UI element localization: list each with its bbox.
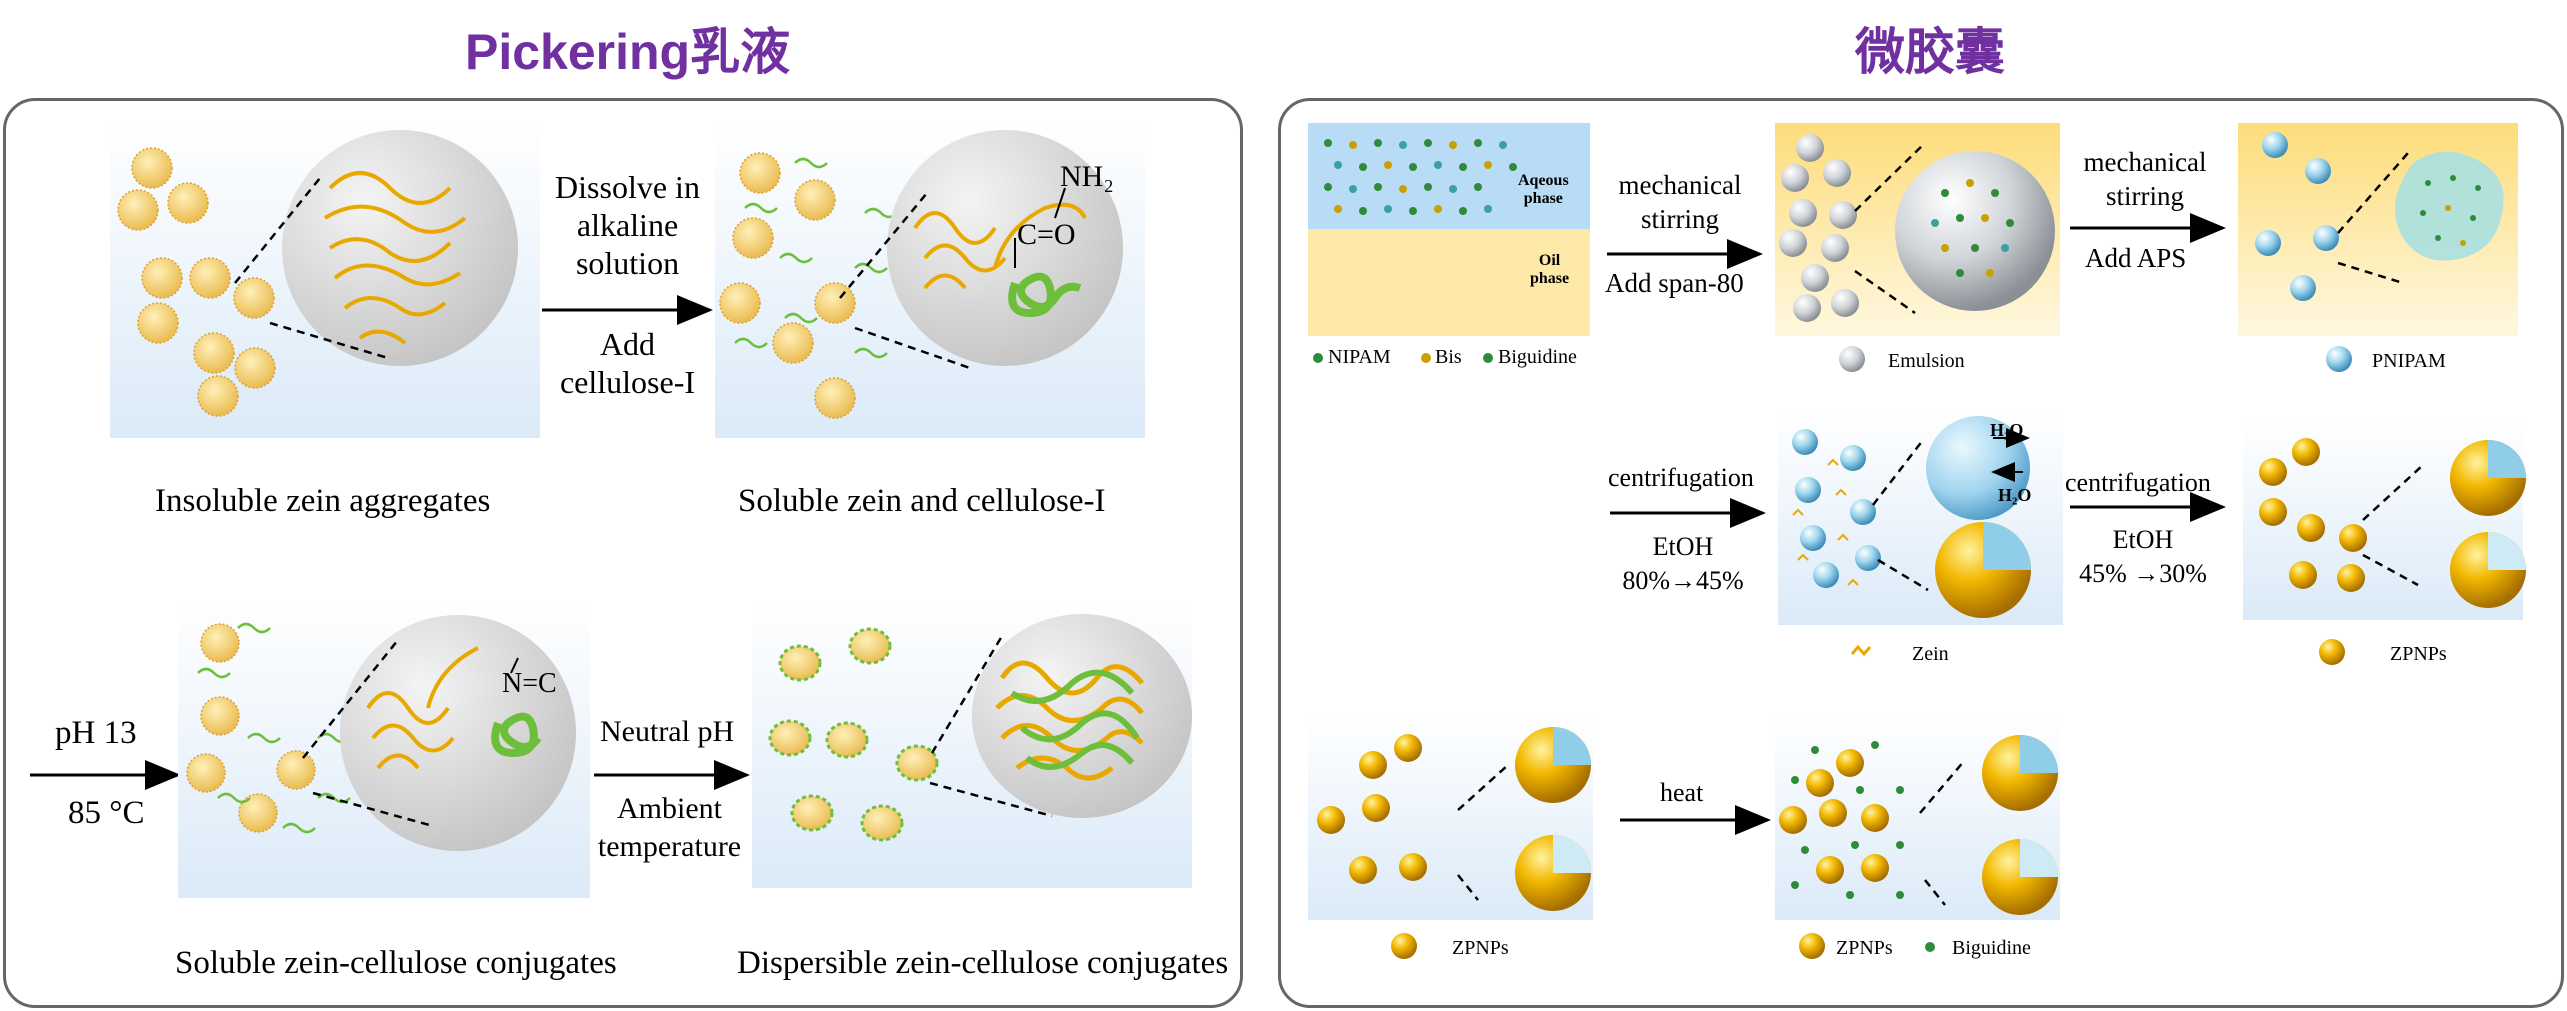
zpnps-legend-ball-2 — [1799, 933, 1825, 959]
arrowB-top-line1: mechanical — [2083, 147, 2207, 177]
pnipam-label: PNIPAM — [2372, 350, 2446, 372]
arrowB-top-line2: stirring — [2106, 181, 2184, 211]
h2o-in-label: H₂O — [1990, 420, 2024, 440]
zpnps-bottom-legend-ball — [1391, 933, 1417, 959]
legend1-biguidine: Biguidine — [1498, 346, 1577, 368]
arrowE — [1620, 805, 1771, 835]
arrow1-top-line2: alkaline — [576, 207, 679, 243]
arrowC-bottom-line1: EtOH — [1652, 532, 1714, 561]
zpnps-label-2: ZPNPs — [1836, 937, 1893, 959]
arrowA — [1607, 239, 1763, 269]
arrowA-top-label: mechanical stirring — [1595, 168, 1765, 236]
arrow1-top-line3: solution — [575, 245, 680, 281]
arrow1-top-label: Dissolve in alkaline solution — [540, 168, 715, 282]
zein-coating-image — [1778, 410, 2063, 625]
arrowA-bottom-label: Add span-80 — [1605, 268, 1744, 298]
caption-conjugates: Soluble zein-cellulose conjugates — [175, 945, 617, 981]
arrowB-top-label: mechanical stirring — [2065, 145, 2225, 213]
zpnps-label: ZPNPs — [2390, 643, 2447, 665]
zein-legend-icon — [1850, 644, 1872, 657]
caption-insoluble: Insoluble zein aggregates — [155, 483, 491, 519]
arrow3 — [594, 760, 750, 790]
legend1-dots — [1313, 353, 1493, 363]
emulsion-legend-ball — [1839, 346, 1865, 372]
arrow1-top-line1: Dissolve in — [555, 169, 700, 205]
arrowE-top-label: heat — [1660, 778, 1704, 807]
arrow3-top-label: Neutral pH — [600, 715, 735, 748]
zein-label: Zein — [1912, 643, 1949, 665]
arrowD-bottom-line2: 45% →30% — [2079, 559, 2207, 588]
zpnps-legend-ball — [2319, 639, 2345, 665]
right-title: 微胶囊 — [1855, 24, 2005, 80]
arrow1-bottom-line1: Add — [599, 326, 656, 362]
chem-nh2: NH₂ — [1060, 160, 1114, 193]
arrowD-top-label: centrifugation — [2065, 468, 2211, 497]
chem-nc: N=C — [502, 668, 557, 699]
arrowD-bottom-label: EtOH 45% →30% — [2058, 523, 2228, 591]
arrow3-bottom-line2: temperature — [597, 830, 742, 863]
soluble-zein-cellulose-image — [715, 118, 1145, 438]
aqueous-phase-label: Aqeous phase — [1518, 172, 1569, 207]
h2o-out-label: H₂O — [1998, 485, 2032, 505]
zpnps-image — [2243, 420, 2526, 620]
arrowC-bottom-line2: 80%→45% — [1622, 566, 1744, 595]
zpnps-bottom-image — [1308, 715, 1593, 920]
arrowD-bottom-line1: EtOH — [2112, 525, 2174, 554]
emulsion-label: Emulsion — [1888, 350, 1965, 372]
arrowB — [2070, 213, 2226, 243]
chem-co: C=O — [1017, 218, 1076, 251]
pnipam-image — [2238, 123, 2518, 336]
arrowC — [1610, 498, 1766, 528]
arrow3-bottom-label: Ambient temperature — [582, 790, 757, 866]
phase-box — [1308, 123, 1590, 336]
arrow1-bottom-line2: cellulose-I — [559, 364, 696, 400]
arrow2 — [30, 760, 181, 790]
arrowC-bottom-label: EtOH 80%→45% — [1598, 530, 1768, 598]
arrow2-bottom-label: 85 °C — [68, 795, 145, 831]
arrow1-bottom-label: Add cellulose-I — [540, 325, 715, 401]
caption-soluble: Soluble zein and cellulose-I — [738, 483, 1106, 519]
conjugates-image — [178, 598, 590, 898]
caption-dispersible: Dispersible zein-cellulose conjugates — [737, 945, 1229, 981]
arrowA-top-line2: stirring — [1641, 204, 1719, 234]
arrow2-top-label: pH 13 — [55, 715, 137, 751]
biguidine-zpnps-image — [1775, 715, 2060, 920]
arrowB-bottom-label: Add APS — [2085, 243, 2187, 273]
arrow1 — [542, 295, 713, 325]
arrow3-bottom-line1: Ambient — [617, 792, 722, 825]
emulsion-image — [1775, 123, 2060, 336]
legend1-bis: Bis — [1435, 346, 1462, 368]
arrowA-top-line1: mechanical — [1618, 170, 1742, 200]
arrowC-top-label: centrifugation — [1608, 463, 1754, 492]
zpnps-bottom-label: ZPNPs — [1452, 937, 1509, 959]
left-title: Pickering乳液 — [465, 24, 791, 80]
insoluble-zein-image — [110, 118, 540, 438]
legend1-nipam: NIPAM — [1328, 346, 1391, 368]
biguidine-legend-dot — [1925, 942, 1935, 952]
biguidine-label: Biguidine — [1952, 937, 2031, 959]
arrowD — [2070, 492, 2226, 522]
dispersible-image — [752, 598, 1192, 888]
pnipam-legend-ball — [2326, 346, 2352, 372]
oil-phase-label: Oil phase — [1530, 252, 1570, 287]
